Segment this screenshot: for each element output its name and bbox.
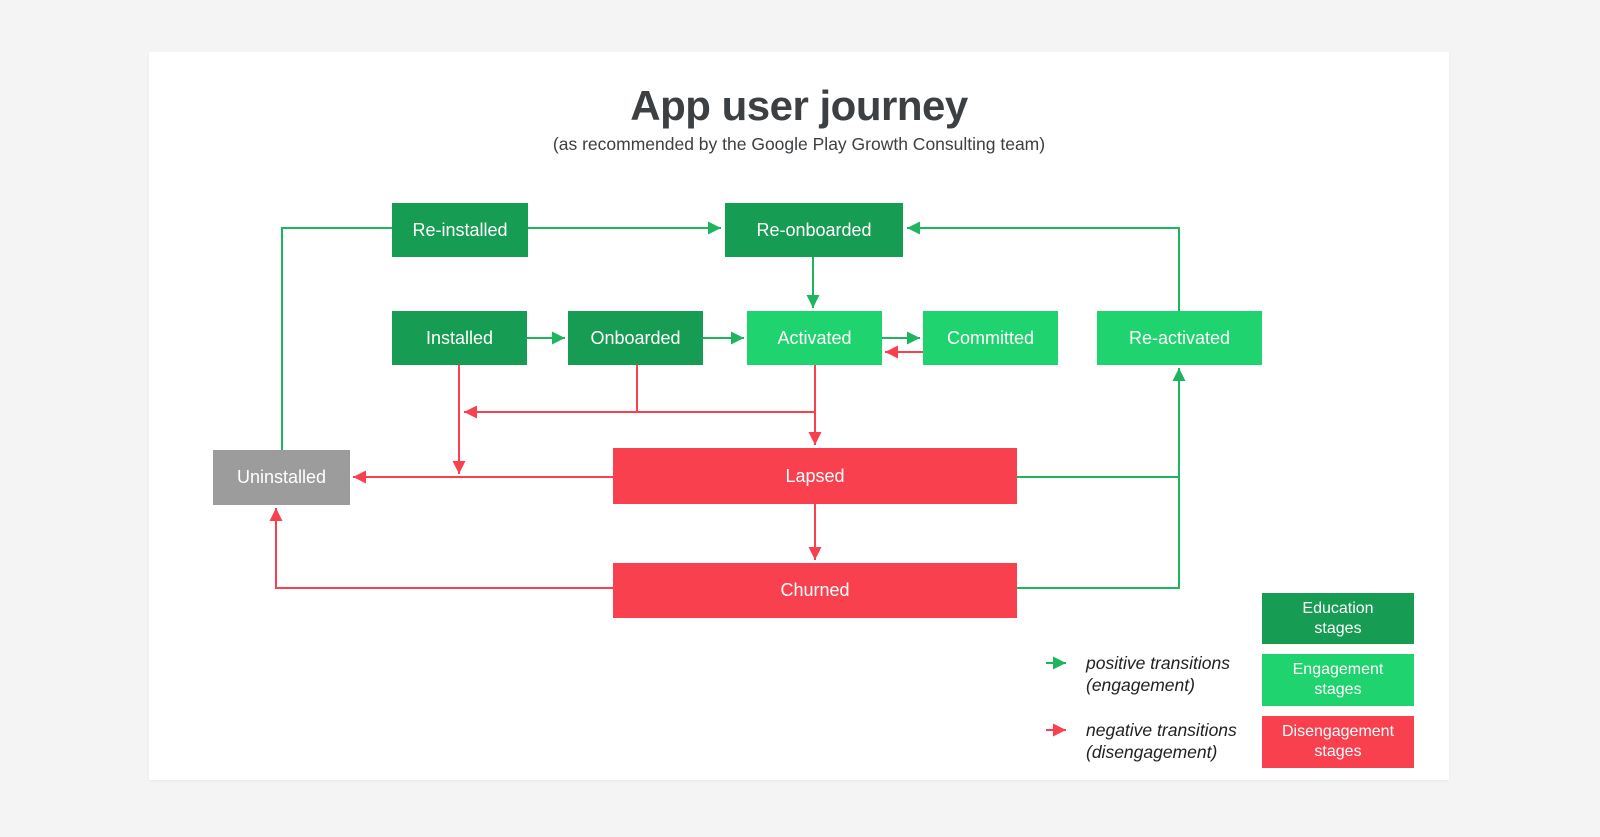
node-activated: Activated (747, 311, 882, 365)
legend-engagement-line2: stages (1314, 681, 1362, 698)
legend-positive-line1: positive transitions (1086, 653, 1230, 673)
legend-positive-line2: (engagement) (1086, 675, 1195, 695)
legend-engagement-line1: Engagement (1292, 661, 1384, 678)
node-committed: Committed (923, 311, 1058, 365)
legend-disengagement-stages: Disengagement stages (1262, 716, 1414, 768)
node-re-onboarded: Re-onboarded (725, 203, 903, 257)
legend-negative-line2: (disengagement) (1086, 742, 1218, 762)
legend-negative-transitions: negative transitions (disengagement) (1086, 719, 1286, 763)
node-lapsed: Lapsed (613, 448, 1017, 504)
node-installed: Installed (392, 311, 527, 365)
node-churned: Churned (613, 563, 1017, 618)
legend-disengagement-line1: Disengagement (1281, 723, 1395, 740)
diagram-subtitle: (as recommended by the Google Play Growt… (552, 134, 1046, 154)
legend-education-line1: Education (1302, 599, 1374, 617)
edge-re-activated-to-re-onboarded (907, 221, 1180, 311)
legend-education-line2: stages (1314, 619, 1362, 637)
node-onboarded: Onboarded (568, 311, 703, 365)
legend-engagement-stages: Engagement stages (1262, 654, 1414, 706)
legend-negative-line1: negative transitions (1086, 720, 1237, 740)
diagram-title: App user journey (630, 82, 968, 129)
node-uninstalled: Uninstalled (213, 450, 350, 505)
node-re-activated: Re-activated (1097, 311, 1262, 365)
edge-churned-to-re-activated (1017, 368, 1186, 589)
legend-disengagement-line2: stages (1314, 743, 1362, 760)
legend-positive-transitions: positive transitions (engagement) (1086, 652, 1286, 696)
diagram-canvas (149, 52, 1449, 780)
edge-churned-to-uninstalled (269, 508, 613, 589)
node-re-installed: Re-installed (392, 203, 528, 257)
edge-uninstalled-to-re-installed (281, 227, 392, 450)
legend-education-stages: Education stages (1262, 593, 1414, 644)
